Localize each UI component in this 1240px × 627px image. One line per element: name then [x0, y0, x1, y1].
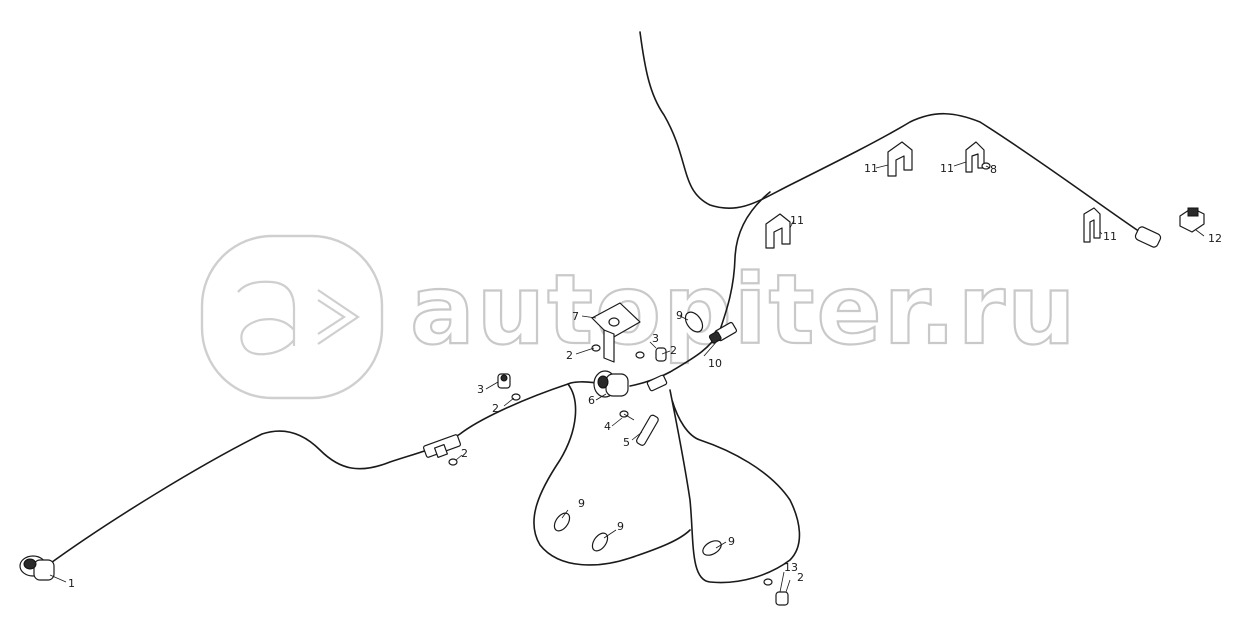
callout-9-c: 9	[617, 520, 624, 533]
clamp-part-11-c	[765, 213, 791, 249]
inline-connector-center	[646, 374, 668, 392]
harness-wires	[47, 31, 1149, 584]
callout-11-b: 11	[940, 162, 954, 175]
bolt-part-2-c	[591, 344, 601, 352]
end-connector	[1134, 226, 1162, 248]
callout-11-a: 11	[864, 162, 878, 175]
fuse-holder-part-5	[636, 414, 659, 446]
callout-1: 1	[68, 577, 75, 590]
mounting-bracket-part-7	[591, 302, 641, 363]
inline-connector-part-10	[708, 321, 738, 344]
callout-12: 12	[1208, 232, 1222, 245]
cable-tie-part-9-a	[684, 311, 704, 333]
callout-labels: 1 2 3 2 2 7 6 4 5 3 2 9 10 9 9 9 13 2 11…	[68, 162, 1222, 590]
cable-tie-part-9-c	[591, 532, 609, 552]
clamp-part-11-d	[1083, 207, 1101, 243]
callout-10: 10	[708, 357, 722, 370]
callout-9-b: 9	[578, 497, 585, 510]
clamp-part-11-a	[887, 141, 913, 177]
clip-part-3-center	[655, 347, 667, 362]
watermark-logo-ring	[200, 234, 384, 400]
left-long-wire	[47, 381, 607, 566]
cable-tie-part-9-d	[702, 540, 722, 556]
callout-2-c: 2	[566, 349, 573, 362]
branch-to-center-wire	[669, 191, 771, 373]
callout-2-a: 2	[461, 447, 468, 460]
lower-loop-left-wire	[533, 383, 691, 566]
callout-4: 4	[604, 420, 611, 433]
clamp-part-11-b	[965, 141, 985, 173]
callout-7: 7	[572, 310, 579, 323]
callout-2-e: 2	[797, 571, 804, 584]
callout-9-a: 9	[676, 309, 683, 322]
callout-6: 6	[588, 394, 595, 407]
lower-loop-right-wire	[669, 389, 801, 584]
inline-connector-left	[422, 434, 462, 459]
watermark-text: autopiter.ru	[410, 254, 1077, 366]
connector-part-12	[1179, 207, 1205, 233]
callout-3-b: 3	[652, 332, 659, 345]
clip-part-3-left	[497, 373, 511, 389]
callout-3-a: 3	[477, 383, 484, 396]
watermark-logo-icon	[237, 280, 360, 356]
cable-tie-part-9-b	[553, 512, 571, 532]
bolt-part-2-b	[448, 458, 458, 466]
clip-part-13	[763, 578, 789, 606]
socket-connector-part-6	[593, 370, 629, 398]
callout-8: 8	[990, 163, 997, 176]
callout-13: 13	[784, 561, 798, 574]
callout-5: 5	[623, 436, 630, 449]
callout-11-d: 11	[1103, 230, 1117, 243]
bolt-part-4	[619, 410, 635, 421]
callout-11-c: 11	[790, 214, 804, 227]
bolt-part-2-d	[635, 351, 645, 359]
main-trunk-wire	[639, 31, 1149, 239]
leader-lines	[49, 161, 1205, 593]
watermark: autopiter.ru	[200, 234, 1077, 400]
socket-connector-part-1	[19, 555, 55, 581]
callout-2-b: 2	[492, 402, 499, 415]
parts	[19, 141, 1205, 606]
callout-9-d: 9	[728, 535, 735, 548]
callout-2-d: 2	[670, 344, 677, 357]
